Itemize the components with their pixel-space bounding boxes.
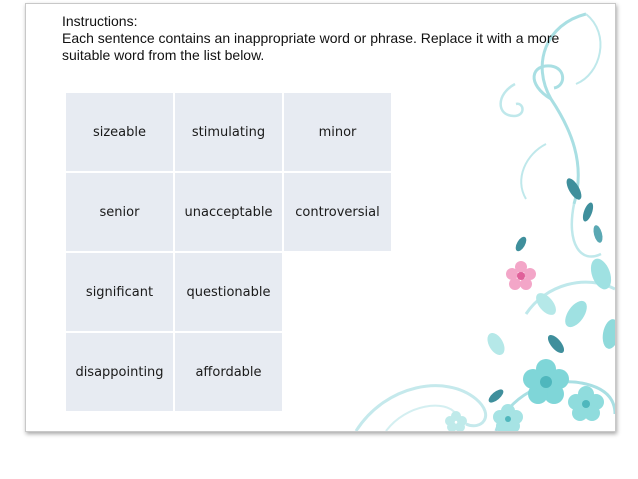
word-cell: senior	[66, 173, 173, 251]
word-cell: stimulating	[175, 93, 282, 171]
word-cell: unacceptable	[175, 173, 282, 251]
word-row: senior unacceptable controversial	[66, 173, 391, 251]
floral-vine-icon	[354, 12, 615, 431]
word-row: disappointing affordable	[66, 333, 391, 411]
word-cell: minor	[284, 93, 391, 171]
slide: Instructions: Each sentence contains an …	[25, 3, 616, 432]
empty-cell	[284, 253, 391, 331]
word-cell: disappointing	[66, 333, 173, 411]
word-row: significant questionable	[66, 253, 391, 331]
word-cell: questionable	[175, 253, 282, 331]
instructions-heading: Instructions:	[62, 13, 138, 29]
word-list-table: sizeable stimulating minor senior unacce…	[64, 91, 393, 413]
word-cell: controversial	[284, 173, 391, 251]
instructions-line-1: Each sentence contains an inappropriate …	[62, 30, 560, 46]
word-cell: significant	[66, 253, 173, 331]
instructions: Instructions: Each sentence contains an …	[62, 13, 602, 64]
word-cell: sizeable	[66, 93, 173, 171]
empty-cell	[284, 333, 391, 411]
word-row: sizeable stimulating minor	[66, 93, 391, 171]
word-cell: affordable	[175, 333, 282, 411]
instructions-line-2: suitable word from the list below.	[62, 47, 265, 63]
